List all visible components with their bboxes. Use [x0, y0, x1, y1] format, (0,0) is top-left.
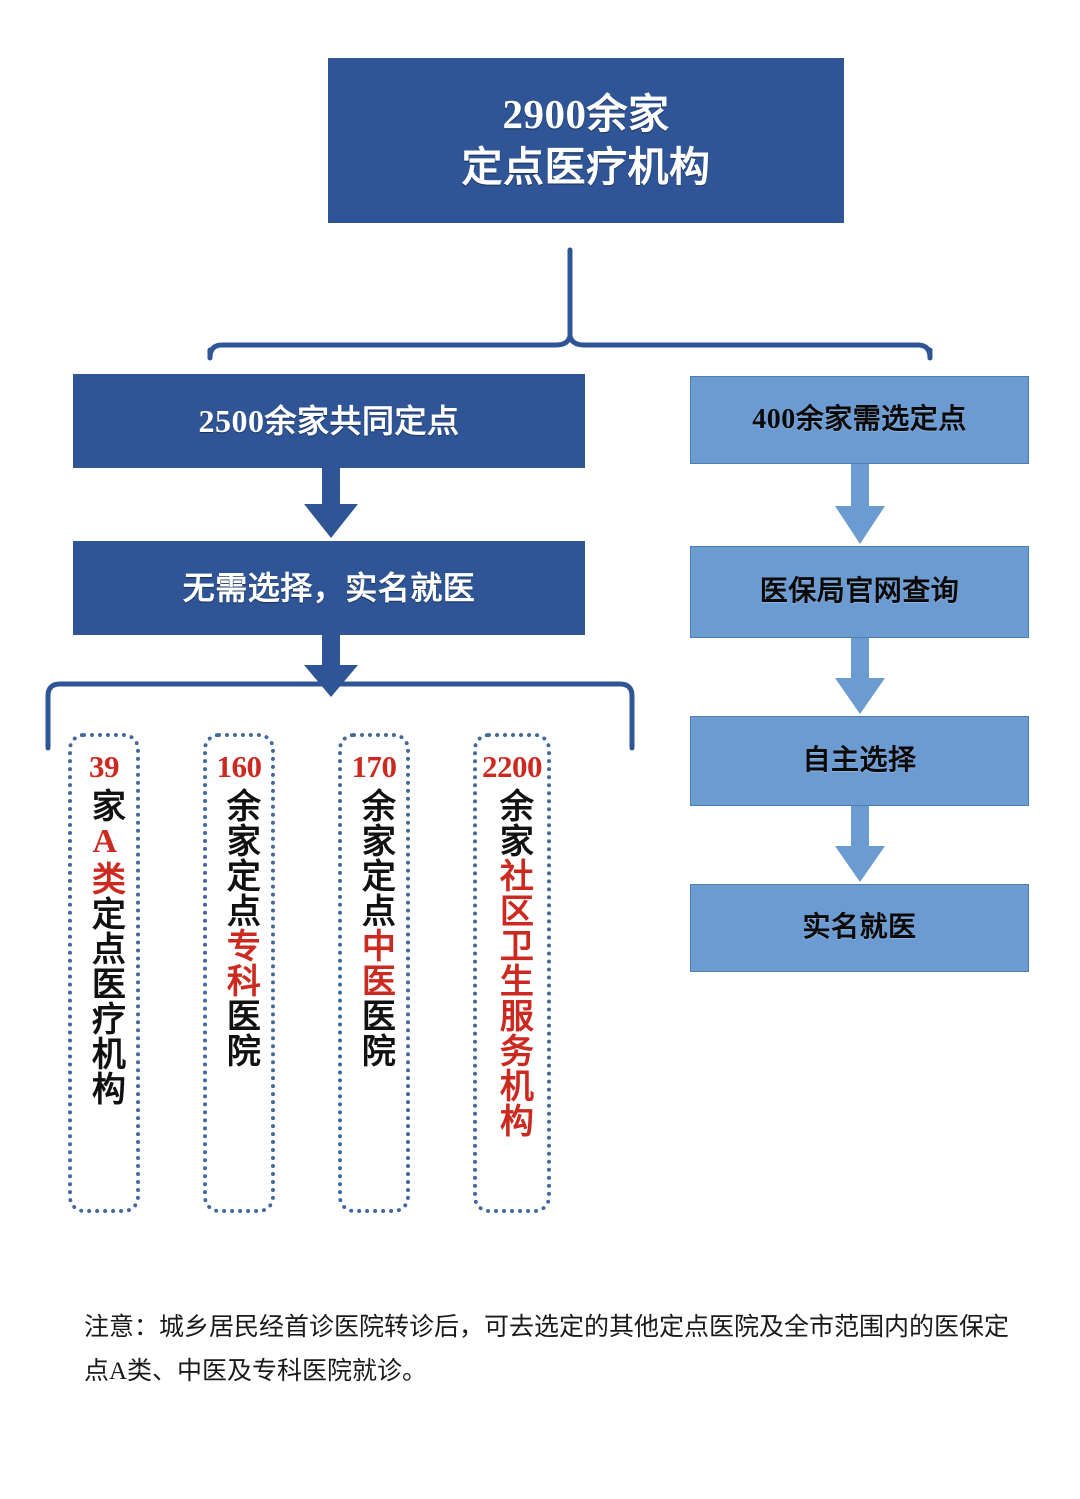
card-segment: 中医 — [356, 928, 394, 998]
right-branch-second-label: 医保局官网查询 — [759, 576, 960, 608]
card-segment: A类 — [86, 823, 124, 896]
arrow-left-second-to-group — [304, 635, 358, 697]
card-segment: 社区卫生服务机构 — [494, 858, 532, 1138]
card-text: 家A类定点医疗机构 — [86, 788, 124, 1158]
card-text: 余家定点中医医院 — [356, 788, 394, 1158]
list-item: 170 余家定点中医医院 — [338, 733, 410, 1213]
card-segment: 余家 — [494, 788, 532, 858]
card-number: 170 — [351, 749, 398, 784]
arrow-right-third-to-fourth — [835, 806, 885, 882]
right-branch-fourth-box: 实名就医 — [690, 884, 1029, 972]
title-line-2: 定点医疗机构 — [461, 143, 711, 190]
right-branch-head-box: 400余家需选定点 — [690, 376, 1029, 464]
arrow-right-head-to-second — [835, 464, 885, 544]
right-branch-third-box: 自主选择 — [690, 716, 1029, 806]
card-number: 160 — [216, 749, 263, 784]
left-branch-head-label: 2500余家共同定点 — [198, 402, 460, 439]
right-branch-third-label: 自主选择 — [802, 745, 917, 777]
left-branch-head-box: 2500余家共同定点 — [73, 374, 585, 468]
card-segment: 专科 — [221, 928, 259, 998]
right-branch-second-box: 医保局官网查询 — [690, 546, 1029, 638]
card-number: 2200 — [482, 749, 543, 784]
card-segment: 医院 — [356, 998, 394, 1068]
left-branch-second-label: 无需选择，实名就医 — [182, 569, 476, 606]
arrow-right-second-to-third — [835, 638, 885, 714]
right-branch-head-label: 400余家需选定点 — [752, 404, 967, 436]
arrow-left-head-to-second — [304, 468, 358, 538]
card-segment: 医院 — [221, 998, 259, 1068]
footnote-text: 注意：城乡居民经首诊医院转诊后，可去选定的其他定点医院及全市范围内的医保定点A类… — [84, 1314, 1010, 1385]
card-text: 余家社区卫生服务机构 — [494, 788, 532, 1158]
list-item: 39 家A类定点医疗机构 — [68, 733, 140, 1213]
title-box: 2900余家 定点医疗机构 — [328, 58, 844, 223]
card-text: 余家定点专科医院 — [221, 788, 259, 1158]
card-segment: 定点医疗机构 — [86, 896, 124, 1106]
left-branch-second-box: 无需选择，实名就医 — [73, 541, 585, 635]
right-branch-fourth-label: 实名就医 — [802, 912, 917, 944]
card-number: 39 — [89, 749, 120, 784]
card-segment: 余家定点 — [221, 788, 259, 928]
list-item: 160 余家定点专科医院 — [203, 733, 275, 1213]
group-bracket — [45, 681, 635, 751]
title-line-1: 2900余家 — [502, 91, 670, 138]
top-split-bracket — [207, 247, 933, 361]
card-segment: 余家定点 — [356, 788, 394, 928]
card-segment: 家 — [86, 788, 124, 823]
list-item: 2200 余家社区卫生服务机构 — [473, 733, 551, 1213]
